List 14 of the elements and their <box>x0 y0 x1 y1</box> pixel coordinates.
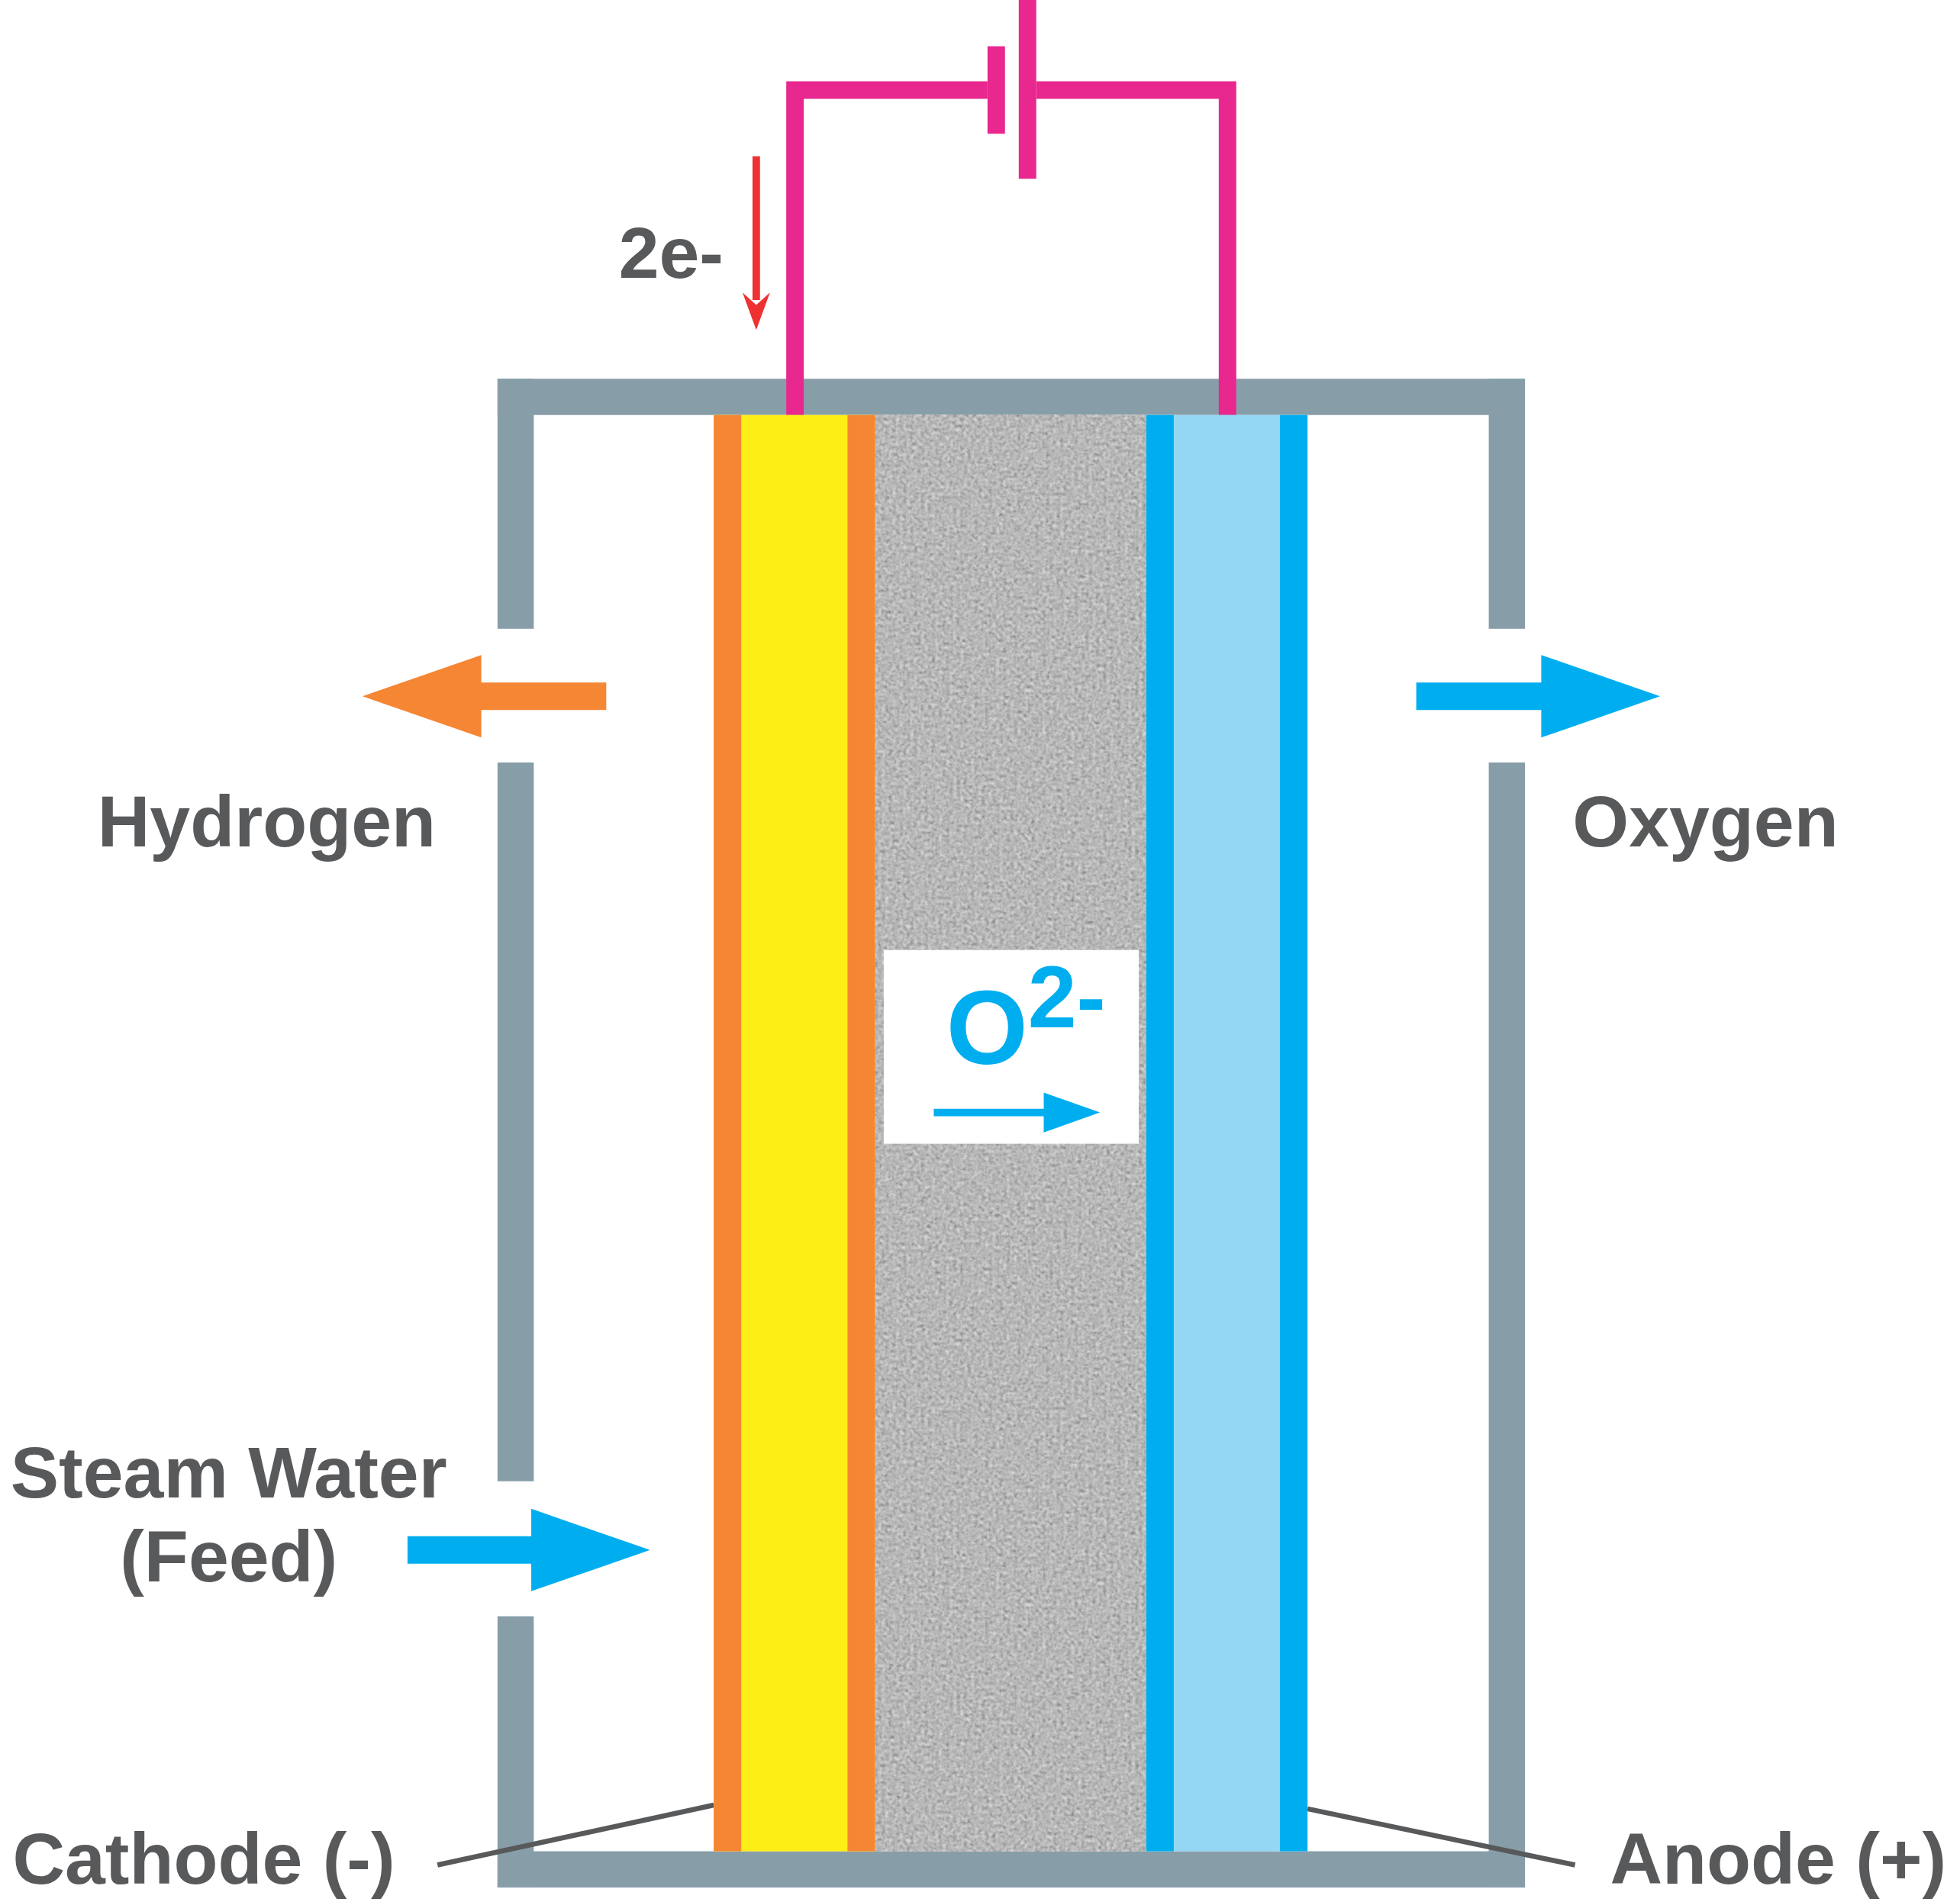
electron-label: 2e- <box>618 212 724 292</box>
gas-label: Oxygen <box>1572 781 1839 862</box>
circuit-wire <box>786 81 988 415</box>
anode-layer <box>1146 414 1308 1852</box>
battery-symbol <box>987 0 1036 179</box>
ion-label: O$^{2-}$ <box>946 949 1106 1086</box>
circuit-wire <box>1036 81 1236 415</box>
cathode-label: Cathode (-) <box>12 1818 395 1899</box>
gas-label: Hydrogen <box>97 781 437 862</box>
anode-label: Anode (+) <box>1610 1818 1947 1899</box>
leader-line <box>1307 1806 1576 1868</box>
leader-line <box>437 1802 714 1868</box>
cathode-layer <box>714 414 875 1852</box>
feed-label: Steam Water (Feed) <box>9 1431 448 1598</box>
